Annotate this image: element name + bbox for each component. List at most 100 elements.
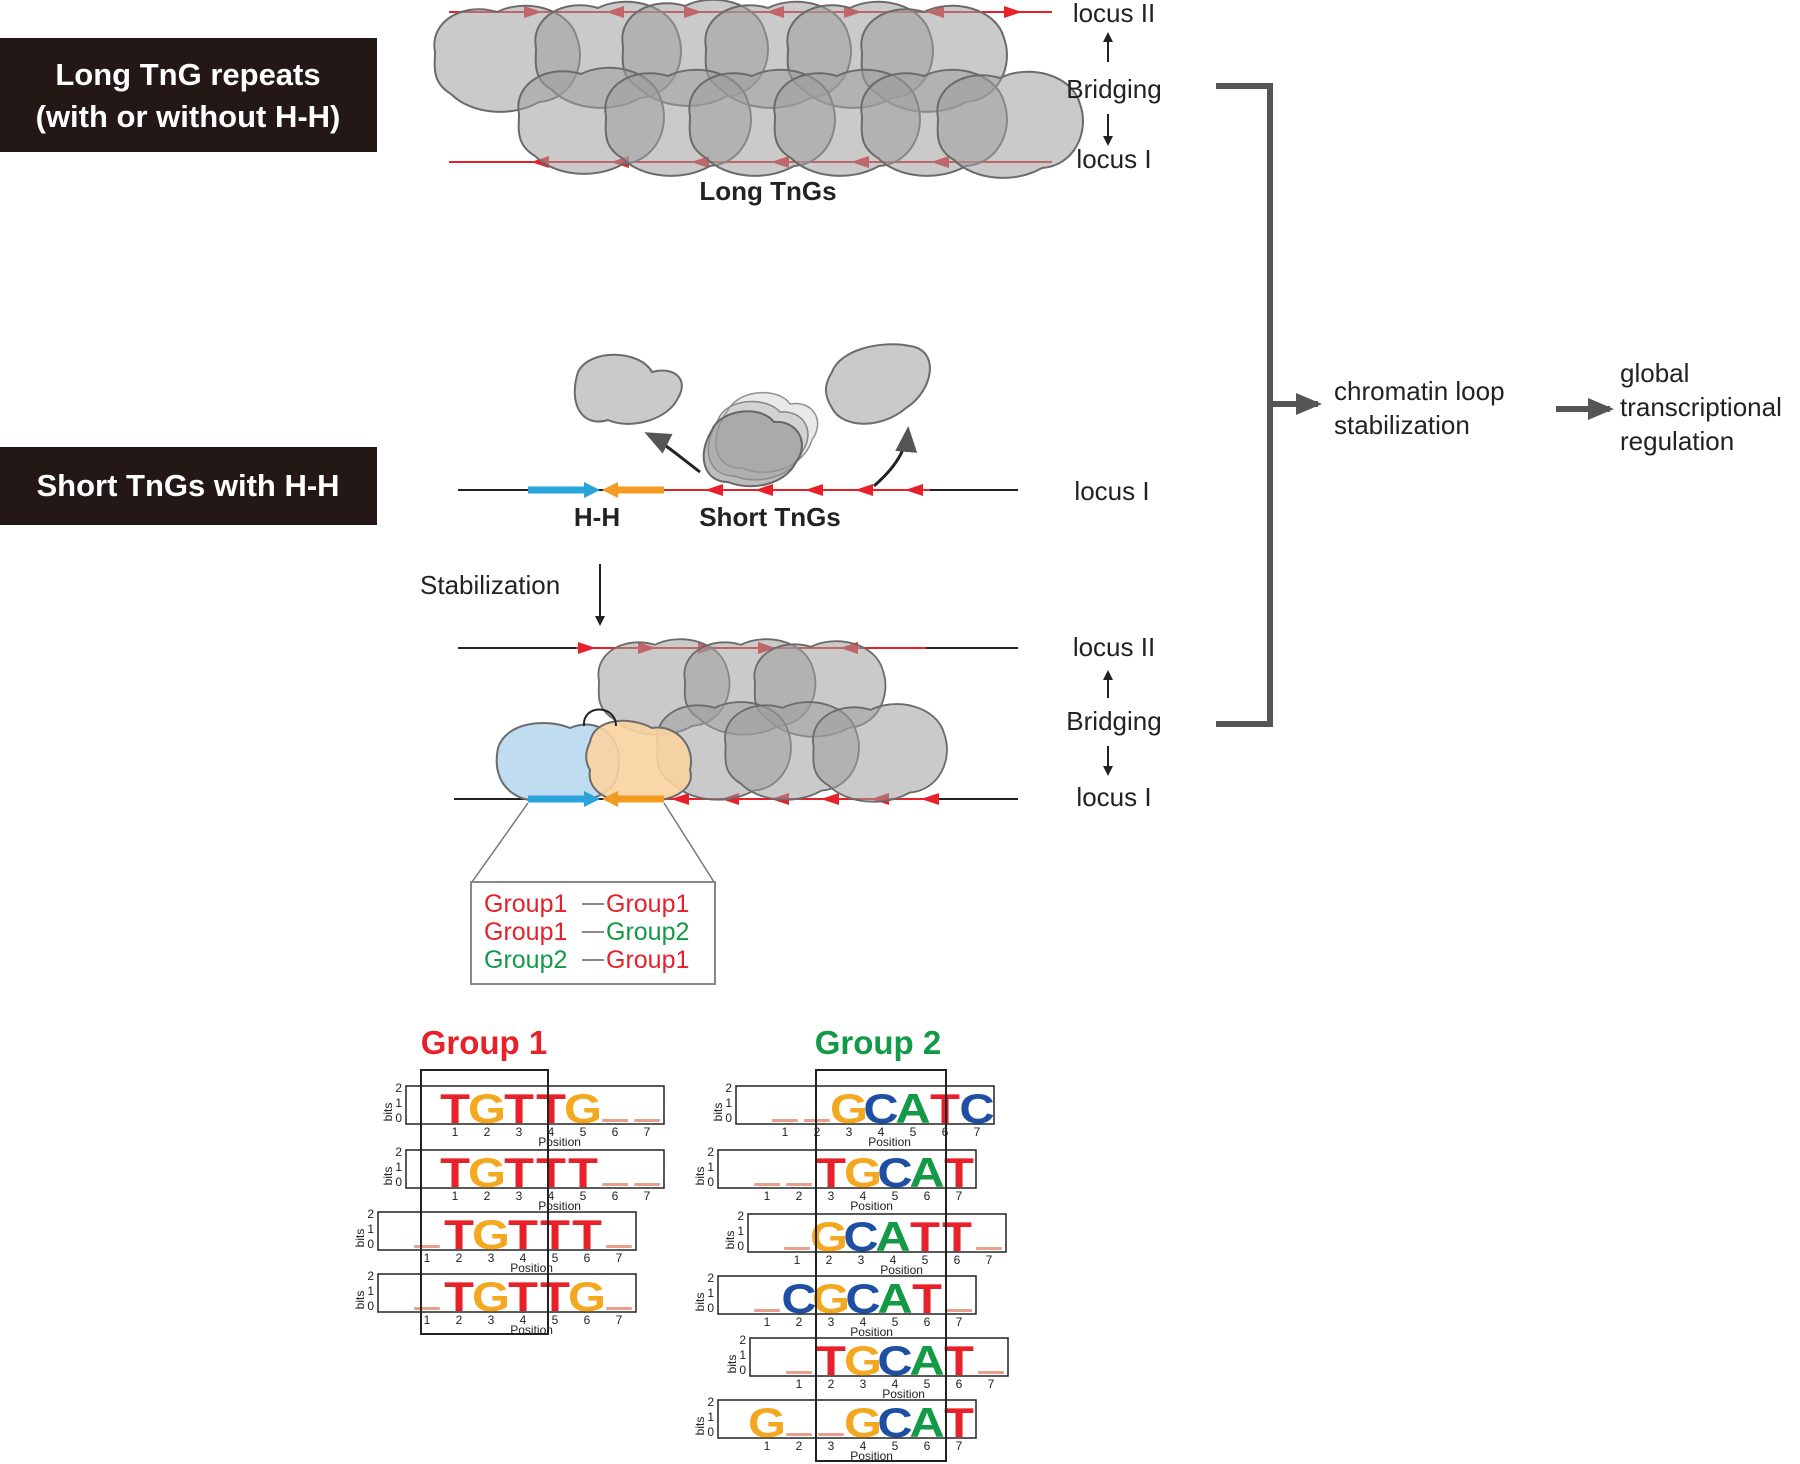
logo-low-signal [772,1119,798,1122]
bits-axis-label: bits [725,1355,739,1374]
logo-low-signal [946,1309,972,1312]
release-arrow-left [644,432,701,474]
logo-base-letter: T [910,1213,940,1260]
locus-i-label-top: locus I [1076,144,1151,174]
position-tick: 6 [924,1439,931,1453]
bits-tick: 1 [395,1096,402,1110]
group2-title: Group 2 [815,1024,942,1061]
logo-base-letter: C [863,1085,898,1132]
logo-base-letter: T [944,1149,974,1196]
position-tick: 5 [552,1251,559,1265]
position-tick: 3 [828,1439,835,1453]
position-tick: 7 [616,1313,623,1327]
logo-frame [717,1399,977,1439]
logo-low-signal [786,1433,812,1436]
position-tick: 6 [924,1315,931,1329]
logo-base-letter: C [959,1085,994,1132]
position-tick: 2 [484,1125,491,1139]
position-tick: 7 [644,1125,651,1139]
position-tick: 6 [954,1253,961,1267]
logo-base-letter: T [540,1273,570,1320]
logo-base-letter: C [877,1337,912,1384]
logo-base-letter: T [540,1211,570,1258]
pair-left-group: Group2 [484,946,567,974]
bits-tick: 2 [395,1081,402,1095]
logo-frame [735,1085,995,1125]
position-tick: 1 [796,1377,803,1391]
logo-base-letter: T [816,1149,846,1196]
position-tick: 7 [616,1251,623,1265]
logo-base-letter: C [843,1213,878,1260]
release-arrow-right [873,426,918,488]
logo-base-letter: G [748,1399,786,1446]
logo-base-letter: T [504,1149,534,1196]
logo-low-signal [976,1247,1002,1250]
position-tick: 4 [878,1125,885,1139]
bits-tick: 1 [707,1410,714,1424]
position-tick: 6 [956,1377,963,1391]
logo-frame [405,1085,665,1125]
bits-axis-label: bits [693,1167,707,1186]
position-tick: 2 [456,1251,463,1265]
logo-low-signal [786,1371,812,1374]
strand-arrow-left [855,484,873,496]
logo-base-letter: G [844,1399,882,1446]
logo-base-letter: A [909,1399,944,1446]
bits-tick: 0 [395,1175,402,1189]
logo-base-letter: T [444,1211,474,1258]
position-tick: 4 [860,1189,867,1203]
logo-base-letter: T [944,1399,974,1446]
dissociating-blob-stack [702,392,819,488]
logo-low-signal [754,1309,780,1312]
global-regulation-line1: global [1620,358,1689,388]
position-tick: 4 [890,1253,897,1267]
strand-arrow-right [1004,6,1022,18]
logo-base-letter: T [504,1085,534,1132]
logo-low-signal [606,1245,632,1248]
logo-low-signal [634,1119,660,1122]
group2-core-frame [815,1069,947,1462]
logo-base-letter: C [845,1275,880,1322]
logo-low-signal [414,1245,440,1248]
logo-base-letter: G [830,1085,868,1132]
pair-right-group: Group1 [606,946,689,974]
logo-base-letter: T [508,1273,538,1320]
bits-tick: 2 [395,1145,402,1159]
position-tick: 3 [828,1315,835,1329]
position-tick: 3 [516,1125,523,1139]
bits-axis-label: bits [693,1417,707,1436]
chromatin-loop-line2: stabilization [1334,410,1470,440]
position-tick: 4 [860,1439,867,1453]
released-blob-right [825,343,931,425]
position-tick: 5 [580,1189,587,1203]
bits-tick: 1 [739,1348,746,1362]
long-tngs-label: Long TnGs [699,176,836,206]
position-tick: 6 [584,1251,591,1265]
position-tick: 3 [858,1253,865,1267]
stabilization-label: Stabilization [420,570,560,600]
pair-left-group: Group1 [484,918,567,946]
bits-tick: 2 [367,1269,374,1283]
protein-blob [812,703,948,803]
bits-axis-label: bits [381,1103,395,1122]
header-long-line1: Long TnG repeats [55,57,320,92]
position-axis-label: Position [868,1135,911,1149]
position-tick: 4 [520,1313,527,1327]
position-tick: 1 [782,1125,789,1139]
logo-base-letter: T [440,1085,470,1132]
bits-tick: 2 [737,1209,744,1223]
strand-arrow-left [821,793,839,805]
bits-tick: 1 [395,1160,402,1174]
bits-axis-label: bits [353,1229,367,1248]
position-tick: 5 [910,1125,917,1139]
strand-arrow-left [671,793,689,805]
logo-base-letter: T [440,1149,470,1196]
position-tick: 2 [814,1125,821,1139]
